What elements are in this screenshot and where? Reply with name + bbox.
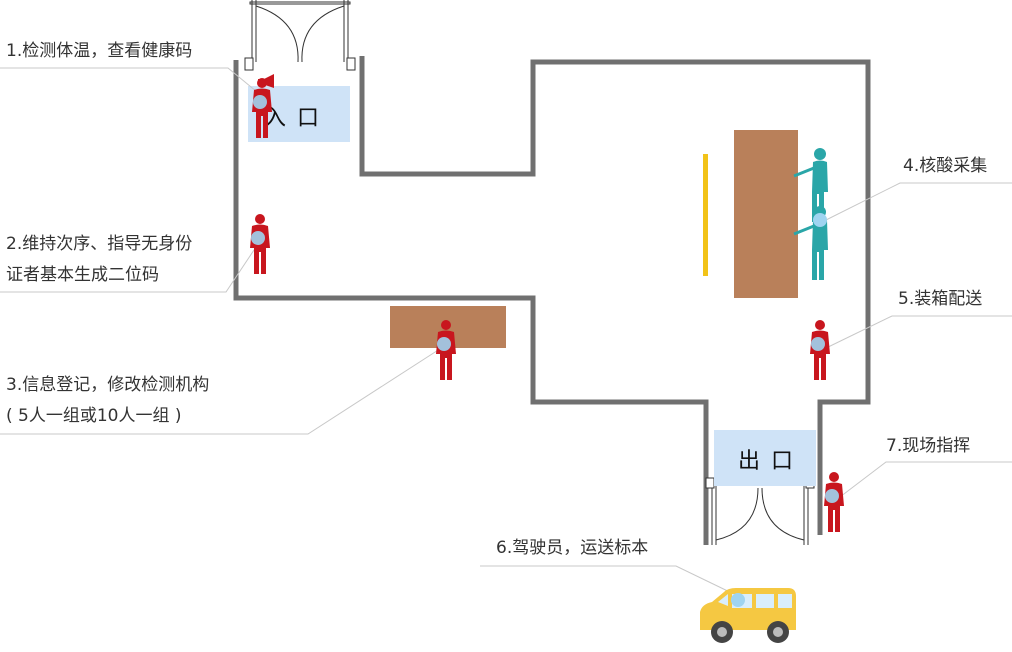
door-icon [705, 477, 815, 545]
step1-label: 1.检测体温，查看健康码 [6, 41, 192, 61]
medical-staff-icon [793, 148, 828, 222]
leader-step2 [0, 237, 263, 293]
car-windshield [718, 594, 728, 606]
sampling-table [734, 130, 798, 298]
entrance-sign-label: 入 口 [264, 106, 321, 131]
sampling-barrier [703, 154, 708, 276]
exit-sign-label: 出 口 [738, 449, 795, 474]
person-icon [810, 320, 830, 380]
badge [813, 213, 827, 227]
badge [251, 231, 265, 245]
wall-inner [359, 56, 871, 535]
step3-label-line1: 3.信息登记，修改检测机构 [6, 375, 209, 395]
step5-label: 5.装箱配送 [898, 289, 982, 309]
badge [437, 337, 451, 351]
step2-label-line2: 证者基本生成二位码 [6, 265, 159, 285]
person-icon [250, 214, 270, 274]
wall-left [233, 60, 709, 545]
car-window [778, 594, 792, 608]
leader-lines [0, 67, 1012, 597]
step6-label: 6.驾驶员，运送标本 [496, 538, 648, 558]
badge [825, 489, 839, 503]
car-icon [700, 588, 796, 643]
badge [811, 337, 825, 351]
step-labels: 1.检测体温，查看健康码 2.维持次序、指导无身份 证者基本生成二位码 3.信息… [6, 41, 987, 558]
car-wheel-hub [717, 627, 727, 637]
leader-step5 [821, 315, 1012, 351]
car-wheel-hub [773, 627, 783, 637]
person-icon [436, 320, 456, 380]
step2-label-line1: 2.维持次序、指导无身份 [6, 234, 192, 254]
step3-label-line2: ( 5人一组或10人一组 ) [6, 406, 182, 426]
building-walls [233, 56, 871, 545]
exit-sign-bg [714, 430, 816, 486]
exit-sign: 出 口 [714, 430, 816, 486]
leader-step7 [835, 461, 1012, 501]
person-icon [824, 472, 844, 532]
step7-label: 7.现场指挥 [886, 436, 970, 456]
driver-badge [731, 593, 745, 607]
leader-step6 [480, 565, 739, 597]
step4-label: 4.核酸采集 [903, 156, 987, 176]
badge [253, 95, 267, 109]
car-window [756, 594, 774, 608]
megaphone-icon [258, 74, 274, 88]
leader-step4 [821, 182, 1012, 223]
door-icon [244, 0, 356, 71]
leader-step1 [0, 67, 263, 97]
leader-step3 [0, 344, 447, 435]
